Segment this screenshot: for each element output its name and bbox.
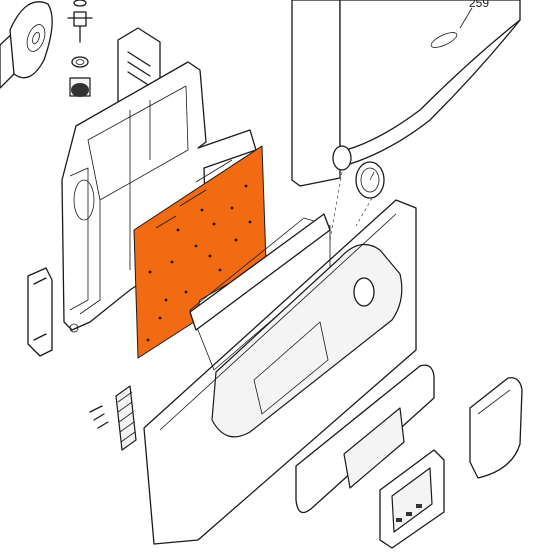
side-clip-part[interactable] (27, 267, 53, 357)
front-fascia-part[interactable] (143, 199, 417, 545)
pump-disc-part[interactable] (0, 1, 53, 89)
cover-flap-part[interactable] (295, 364, 435, 514)
pressure-gauge-part[interactable] (332, 145, 385, 199)
display-frame-part[interactable] (189, 213, 331, 331)
terminal-block-part[interactable] (89, 385, 137, 451)
part-number-callout: 259 (469, 0, 490, 10)
boiler-casing-part[interactable] (291, 0, 521, 187)
control-module-part[interactable] (379, 449, 445, 549)
circuit-board-part[interactable] (133, 145, 267, 359)
side-cap-part[interactable] (469, 377, 523, 479)
fitting-stack-part[interactable] (67, 0, 93, 97)
